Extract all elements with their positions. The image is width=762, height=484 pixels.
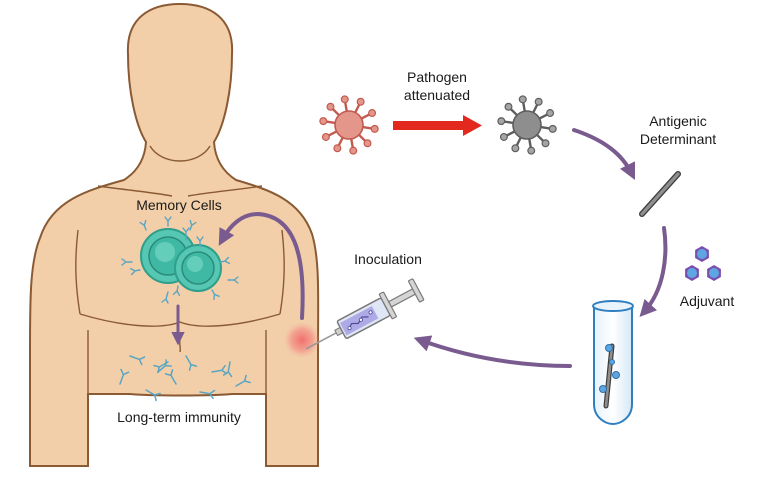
- virus-spike-tip: [527, 146, 536, 155]
- virus-spike-tip: [370, 124, 379, 133]
- adjuvant-particle-core: [697, 249, 707, 259]
- virus-spike-tip: [504, 102, 513, 111]
- label-memory-cells: Memory Cells: [136, 197, 222, 213]
- adjuvant-particle-core: [709, 268, 719, 278]
- pathogen-attenuated-icon: [497, 95, 557, 155]
- virus-spike-tip: [546, 109, 555, 118]
- memory-cell-2: [174, 244, 222, 292]
- label-antigenic-determinant: Antigenic Determinant: [628, 112, 728, 148]
- virus-spike-tip: [349, 146, 358, 155]
- adjuvant-icon: [685, 246, 721, 281]
- virus-spike-tip: [518, 95, 527, 104]
- process-arrows: [171, 128, 668, 368]
- antibody-field: [119, 355, 251, 402]
- adjuvant-particle-core: [687, 268, 697, 278]
- arrow-determinant: [572, 128, 636, 181]
- label-antigenic-line-2: Determinant: [639, 131, 717, 147]
- virus-spike-tip: [548, 124, 557, 133]
- virus-spike-tip: [511, 144, 520, 153]
- arrow-to-syringe: [413, 335, 572, 368]
- virus-spike-tip: [497, 117, 506, 126]
- label-inoculation: Inoculation: [354, 251, 422, 267]
- arrow-site-to-cells: [218, 211, 305, 320]
- virus-body: [512, 110, 542, 140]
- pathogen-virulent-icon: [319, 95, 379, 155]
- label-adjuvant: Adjuvant: [679, 293, 735, 309]
- virus-spike-tip: [368, 109, 377, 118]
- memory-cells: [121, 216, 239, 304]
- injection-site: [284, 322, 320, 358]
- label-antigenic-line-1: Antigenic: [649, 113, 707, 129]
- label-long-term-immunity: Long-term immunity: [117, 409, 241, 425]
- syringe-icon: [305, 278, 425, 350]
- vaccine-test-tube: [592, 300, 634, 426]
- attenuation-arrow: [393, 115, 482, 136]
- virus-spike-tip: [340, 95, 349, 104]
- virus-spike-tip: [534, 97, 543, 106]
- virus-spike-tip: [499, 132, 508, 141]
- virus-spike-tip: [319, 117, 328, 126]
- label-pathogen-line-1: Pathogen: [407, 69, 467, 85]
- arrow-to-tube: [639, 226, 668, 317]
- antigenic-determinant-icon: [639, 171, 681, 217]
- virus-spike-tip: [541, 139, 550, 148]
- virus-spike-tip: [326, 102, 335, 111]
- virus-spike-tip: [333, 144, 342, 153]
- virus-spike-tip: [363, 139, 372, 148]
- label-pathogen-attenuated: Pathogen attenuated: [385, 68, 489, 104]
- virus-spike-tip: [356, 97, 365, 106]
- virus-body: [334, 110, 364, 140]
- virus-spike-tip: [321, 132, 330, 141]
- label-pathogen-line-2: attenuated: [403, 87, 471, 103]
